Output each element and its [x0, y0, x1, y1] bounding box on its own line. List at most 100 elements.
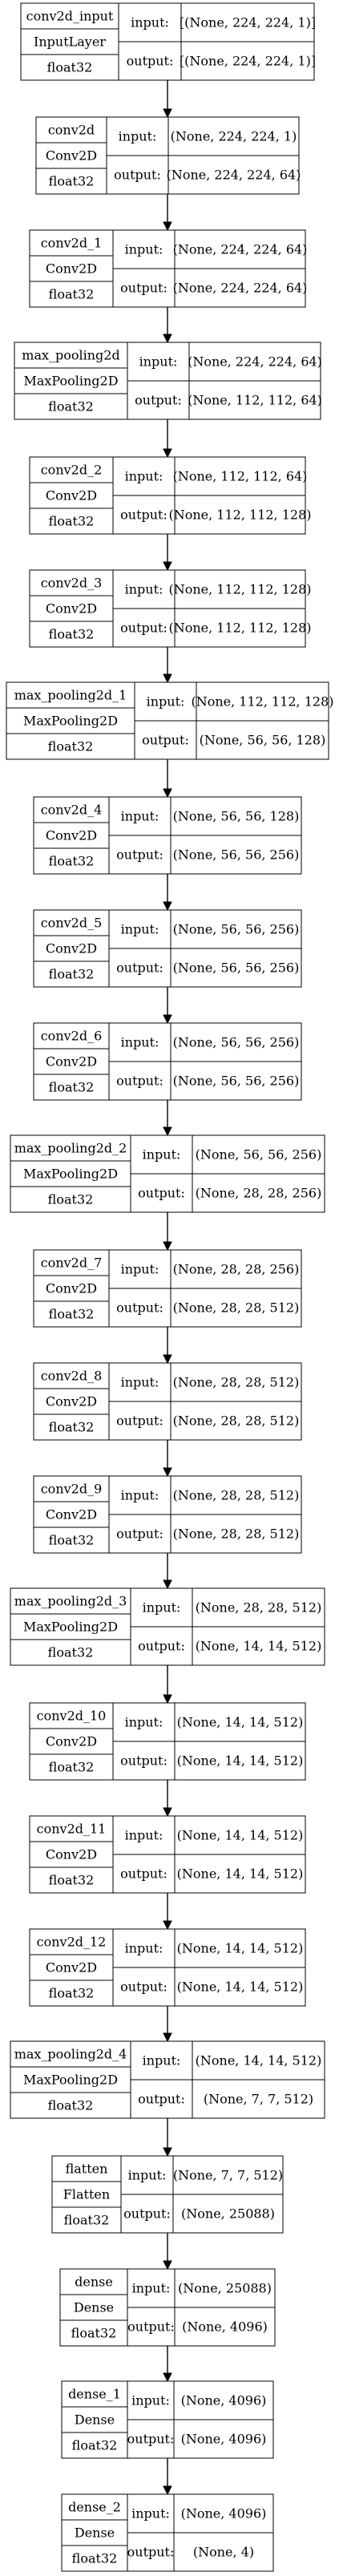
edge-arrow: [163, 1780, 172, 1818]
output-label: output:: [138, 1186, 185, 1201]
layer-type-cell: [61, 2406, 128, 2433]
output-shape: (None, 4096): [182, 2319, 268, 2335]
input-label-cell: [108, 1362, 172, 1402]
input-shape: (None, 28, 28, 512): [173, 1488, 300, 1503]
edge-arrow: [163, 1665, 172, 1705]
layer-type: Flatten: [63, 2187, 110, 2202]
input-shape: (None, 7, 7, 512): [173, 2168, 283, 2183]
layer-name-cell: [59, 2268, 128, 2295]
layer-type: Dense: [75, 2412, 115, 2428]
output-label: output:: [116, 1527, 163, 1542]
output-shape-cell: [174, 268, 306, 308]
layer-name-cell: [33, 1249, 110, 1276]
input-shape-cell: [167, 116, 300, 156]
input-shape-cell: [173, 2493, 274, 2534]
output-label: output:: [135, 393, 182, 408]
output-shape: (None, 28, 28, 512): [173, 1300, 300, 1316]
output-label: output:: [142, 733, 189, 748]
input-label: input:: [125, 1715, 163, 1730]
output-label: output:: [138, 2092, 185, 2107]
output-label-cell: [130, 2079, 193, 2119]
layer-dtype: float32: [64, 2213, 110, 2228]
output-shape-cell: [172, 2194, 284, 2234]
arrowhead-icon: [163, 2147, 172, 2157]
output-label: output:: [116, 960, 163, 976]
layer-node: conv2d_9Conv2Dfloat32input:output:(None,…: [33, 1475, 302, 1554]
output-label: output:: [138, 1639, 185, 1654]
input-label: input:: [125, 582, 163, 597]
output-shape-cell: [174, 2307, 276, 2347]
input-shape-cell: [170, 796, 302, 836]
layer-type: Conv2D: [46, 1847, 97, 1862]
input-label-cell: [134, 681, 197, 722]
output-label: output:: [127, 54, 174, 69]
arrowhead-icon: [163, 1354, 172, 1365]
output-label-cell: [108, 948, 172, 988]
layer-dtype-cell: [10, 1639, 131, 1666]
input-label: input:: [143, 1147, 181, 1163]
edge-arrow: [163, 647, 172, 684]
layer-name: conv2d_7: [41, 1256, 103, 1271]
input-label-cell: [112, 1702, 176, 1742]
layer-node: max_pooling2d_4MaxPooling2Dfloat32input:…: [10, 2040, 325, 2119]
layer-node: conv2d_10Conv2Dfloat32input:output:(None…: [29, 1702, 306, 1781]
output-shape-cell: [192, 2079, 325, 2119]
input-label: input:: [125, 1828, 163, 1843]
input-shape-cell: [170, 909, 302, 949]
layer-node: max_pooling2d_1MaxPooling2Dfloat32input:…: [6, 681, 334, 760]
arrowhead-icon: [163, 2485, 172, 2496]
edge-arrow: [163, 419, 172, 459]
layer-dtype-cell: [10, 2092, 131, 2119]
edge-arrow: [163, 1893, 172, 1931]
edge-arrow: [163, 534, 172, 572]
layer-name: conv2d_10: [37, 1709, 107, 1724]
input-shape: (None, 14, 14, 512): [196, 2053, 322, 2068]
output-shape: (None, 224, 224, 64): [167, 168, 301, 183]
output-label: output:: [116, 1413, 163, 1429]
output-shape: (None, 112, 112, 128): [168, 621, 311, 636]
output-label: output:: [114, 168, 161, 183]
input-label-cell: [127, 2268, 176, 2308]
layer-type: Conv2D: [46, 1734, 97, 1749]
layer-node: conv2d_3Conv2Dfloat32input:output:(None,…: [29, 569, 312, 648]
layer-dtype-cell: [10, 1186, 131, 1213]
layer-type: MaxPooling2D: [23, 1167, 118, 1182]
input-shape: (None, 14, 14, 512): [177, 1715, 304, 1730]
arrowhead-icon: [163, 448, 172, 459]
layer-name-cell: [29, 229, 114, 257]
input-shape: (None, 28, 28, 512): [196, 1600, 322, 1616]
input-shape: (None, 4096): [181, 2506, 267, 2521]
layer-dtype: float32: [49, 1307, 95, 1322]
edge-arrow: [163, 80, 172, 119]
output-shape: (None, 14, 14, 512): [177, 1980, 304, 1995]
output-label-cell: [130, 1173, 193, 1213]
input-label: input:: [119, 129, 157, 144]
layer-node: conv2d_8Conv2Dfloat32input:output:(None,…: [33, 1362, 302, 1441]
input-label-cell: [106, 116, 169, 156]
output-shape: (None, 4096): [181, 2432, 267, 2447]
edge-arrow: [163, 1212, 172, 1252]
output-shape: (None, 56, 56, 256): [173, 1074, 300, 1089]
output-shape: [(None, 224, 224, 1)]: [180, 54, 316, 69]
layer-type: Conv2D: [46, 1281, 97, 1296]
input-label: input:: [121, 1035, 159, 1050]
input-label-cell: [112, 1815, 176, 1855]
input-label: input:: [121, 1375, 159, 1390]
layer-dtype: float32: [49, 854, 95, 869]
output-shape-cell: [170, 1061, 302, 1101]
edge-arrow: [163, 194, 172, 232]
layer-dtype: float32: [71, 2326, 117, 2341]
output-label-cell: [106, 155, 169, 195]
input-shape-cell: [174, 1815, 306, 1855]
arrowhead-icon: [163, 1694, 172, 1705]
output-shape: (None, 28, 28, 256): [196, 1186, 322, 1201]
input-shape: (None, 56, 56, 256): [173, 1035, 300, 1050]
layer-dtype: float32: [49, 1873, 95, 1888]
layer-node: conv2d_1Conv2Dfloat32input:output:(None,…: [29, 229, 307, 308]
layer-name-cell: [61, 2380, 128, 2408]
layer-dtype: float32: [49, 627, 95, 642]
input-shape-cell: [173, 2380, 274, 2420]
output-shape-cell: [196, 720, 329, 760]
